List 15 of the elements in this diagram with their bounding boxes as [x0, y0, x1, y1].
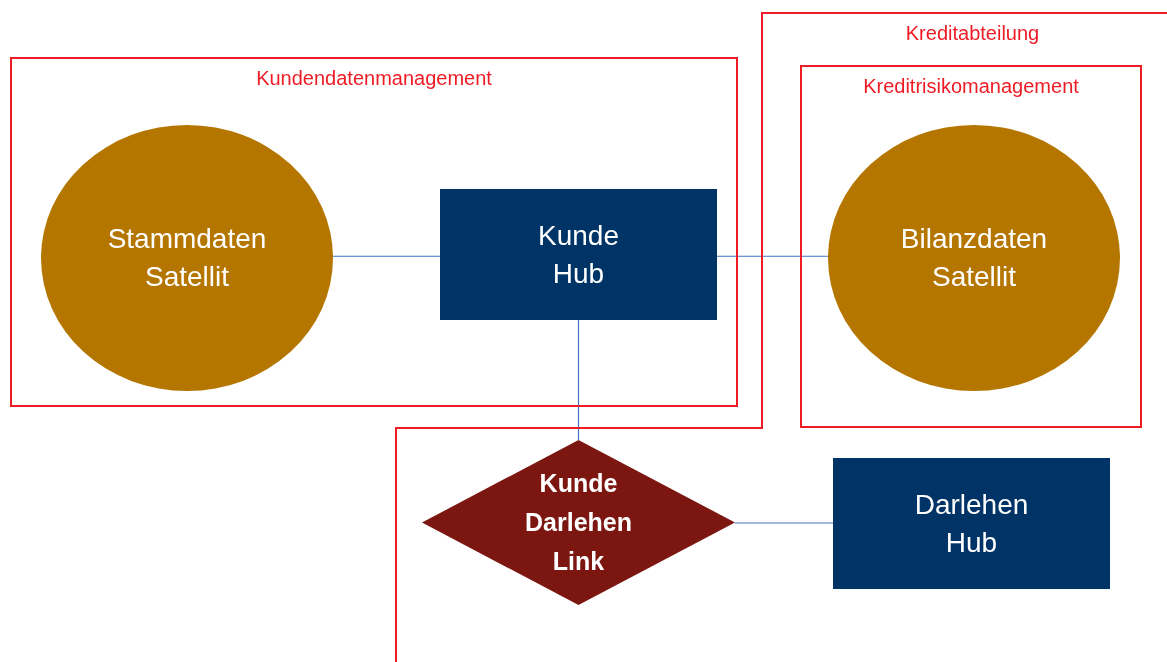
group-frame: [800, 65, 1142, 428]
connector-line: [734, 522, 834, 524]
connector-line: [716, 255, 829, 257]
hub-box: [440, 189, 717, 320]
hub-box: [833, 458, 1110, 589]
node-label: Stammdaten Satellit: [106, 222, 268, 294]
node-label: Bilanzdaten Satellit: [899, 222, 1049, 294]
region-heading: Kreditabteilung: [904, 22, 1041, 45]
node-label: Darlehen Hub: [913, 487, 1030, 560]
node-label: Kunde Hub: [537, 218, 620, 291]
group-heading: Kreditrisikomanagement: [862, 75, 1080, 98]
node-label: Kunde Darlehen Link: [524, 468, 633, 577]
group-heading: Kundendatenmanagement: [255, 67, 493, 90]
connector-line: [577, 319, 580, 441]
connector-line: [332, 255, 441, 257]
